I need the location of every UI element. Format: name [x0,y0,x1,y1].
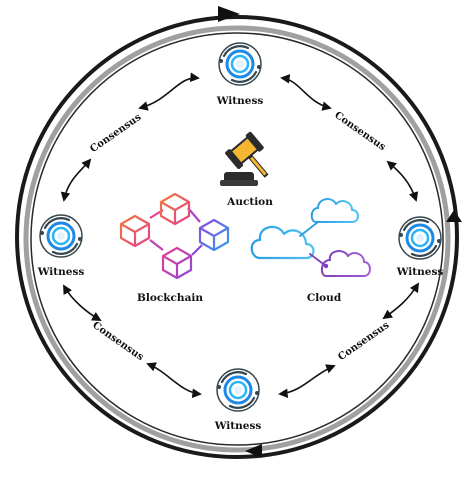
blockchain-cubes-icon [119,192,230,280]
auction-label: Auction [227,196,273,208]
outer-ring [15,15,459,459]
arrow-top-right [280,74,332,111]
cloud-icon [250,198,371,277]
witness-right-icon [397,215,443,261]
arrow-right-top [386,160,419,202]
witness-left-label: Witness [37,266,85,278]
arrow-left-bottom [63,284,102,321]
arrow-top-left [138,72,200,111]
witness-right-label: Witness [396,266,444,278]
arrow-right-bottom [382,282,420,320]
ring-arrowhead-bottom [245,444,262,458]
witness-bottom-icon [215,367,261,413]
arrow-bottom-right [278,364,336,399]
arrow-bottom-left [146,362,202,399]
arrow-left-top [60,158,92,202]
blockchain-label: Blockchain [137,292,203,304]
gavel-icon [220,131,269,186]
witness-top-icon [217,41,263,87]
witness-left-icon [38,213,84,259]
ring-arrowhead-right [446,210,462,222]
cloud-label: Cloud [306,292,342,304]
witness-bottom-label: Witness [214,420,262,432]
ring-arrowhead-top [218,6,240,22]
witness-top-label: Witness [216,95,264,107]
